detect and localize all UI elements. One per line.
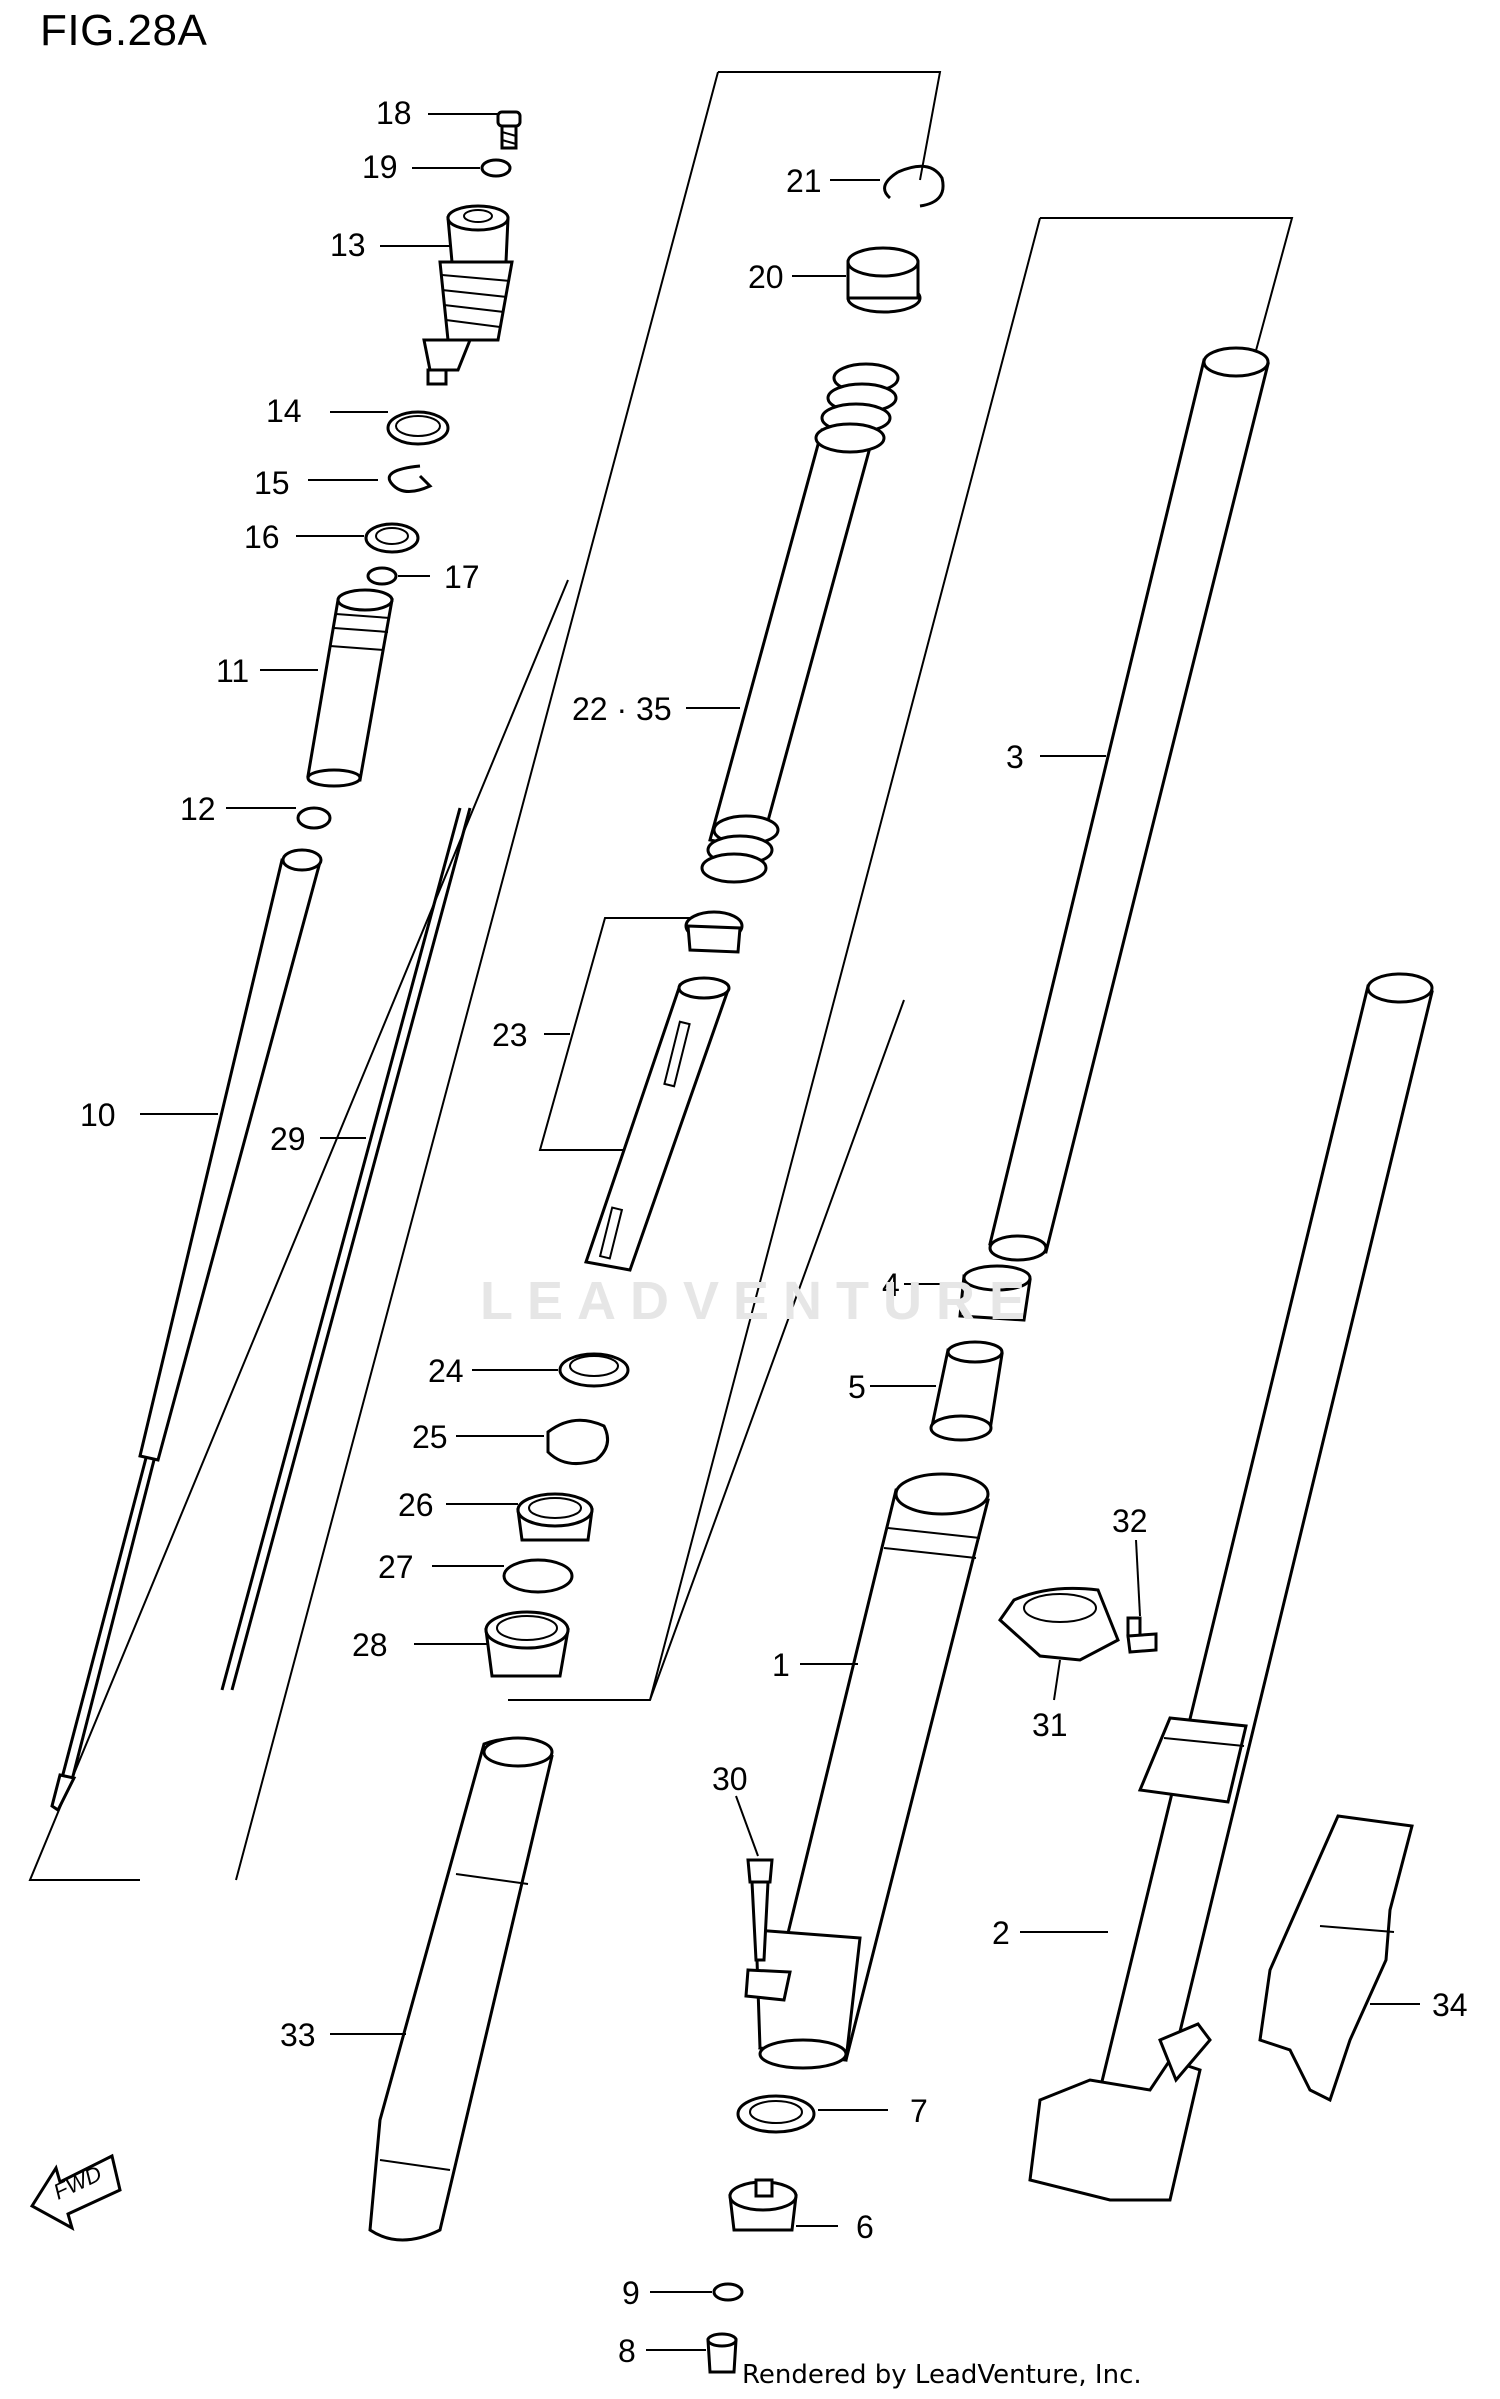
part-9-washer [712,2282,744,2302]
callout-22-35: 22 · 35 [572,691,672,727]
callout-18: 18 [376,95,412,131]
part-24-bushing [558,1352,630,1388]
part-8-bolt [706,2332,738,2374]
callout-14: 14 [266,393,302,429]
callout-5: 5 [848,1369,866,1405]
callout-23: 23 [492,1017,528,1053]
callout-33: 33 [280,2017,316,2053]
part-1-outer-tube [744,1472,990,2070]
group-frame-left [718,71,942,181]
part-31-clamp [998,1586,1120,1662]
group-frame-right [1040,217,1294,381]
callout-3: 3 [1006,739,1024,775]
callout-29: 29 [270,1121,306,1157]
callout-4: 4 [882,1267,900,1303]
part-19-washer [480,158,512,178]
callout-19: 19 [362,149,398,185]
callout-26: 26 [398,1487,434,1523]
part-30-bolt [746,1858,774,1962]
callout-20: 20 [748,259,784,295]
part-3-inner-tube [988,346,1270,1262]
callout-16: 16 [244,519,280,555]
callout-12: 12 [180,791,216,827]
part-12-ring [296,806,332,830]
callout-13: 13 [330,227,366,263]
callout-21: 21 [786,163,822,199]
leader-lines [140,113,1420,2351]
part-34-fork-guard [1258,1814,1414,2103]
footer-credit: Rendered by LeadVenture, Inc. [742,2360,1142,2390]
part-5-piston-tube [929,1340,1004,1442]
callout-labels: 18 19 13 14 15 16 17 11 12 10 29 21 20 2… [80,95,1468,2369]
part-15-clip [387,464,433,493]
part-2-outer-tube-right [1028,972,1434,2202]
part-11-cylinder [306,588,394,788]
group-frame-bottom [508,999,905,1701]
part-13-rebound-adjuster [422,204,514,386]
watermark: LEADVENTURE [480,1271,1040,1331]
callout-6: 6 [856,2209,874,2245]
part-27-ring [502,1558,574,1594]
callout-9: 9 [622,2275,640,2311]
part-18-screw [496,110,522,150]
part-22-35-fork-spring [700,362,900,884]
part-32-bolt [1126,1616,1158,1654]
part-25-seal [546,1418,610,1466]
group-frame-left-diagonal [235,71,719,1881]
part-26-oil-seal [516,1492,594,1542]
callout-8: 8 [618,2333,636,2369]
callout-24: 24 [428,1353,464,1389]
part-33-fork-guard [368,1736,554,2242]
callout-1: 1 [772,1647,790,1683]
callout-27: 27 [378,1549,414,1585]
part-20-cap [846,246,922,314]
part-7-gasket [736,2094,816,2134]
part-6-nut [728,2178,798,2232]
callout-17: 17 [444,559,480,595]
part-28-guide-bushing [484,1610,570,1678]
callout-2: 2 [992,1915,1010,1951]
callout-28: 28 [352,1627,388,1663]
part-4-slide-bushing [958,1264,1032,1322]
part-16-washer [364,522,420,554]
group-frame-right-diagonal [649,217,1041,1701]
part-14-o-ring [386,410,450,446]
callout-32: 32 [1112,1503,1148,1539]
callout-7: 7 [910,2093,928,2129]
fwd-arrow-icon: FWD [29,2153,122,2232]
group-frame-left-lower [28,579,569,1881]
part-29-rod [220,807,472,1691]
part-23-spacer [584,910,744,1272]
callout-31: 31 [1032,1707,1068,1743]
part-10-damper-rod [50,848,323,1813]
group-frame-23 [538,917,700,1151]
callout-11: 11 [216,653,249,689]
callout-10: 10 [80,1097,116,1133]
figure-title: FIG.28A [40,6,208,55]
callout-15: 15 [254,465,290,501]
part-17-ring [366,566,398,586]
callout-30: 30 [712,1761,748,1797]
part-21-circlip [883,164,945,208]
callout-25: 25 [412,1419,448,1455]
callout-34: 34 [1432,1987,1468,2023]
